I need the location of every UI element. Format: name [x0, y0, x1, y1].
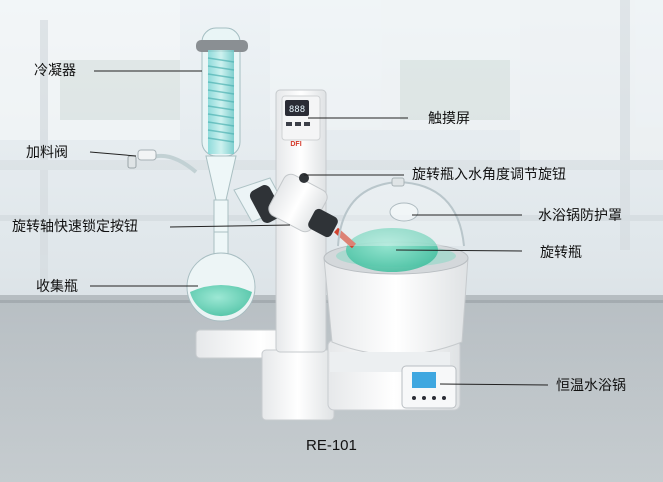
label-touch-screen: 触摸屏 — [428, 111, 470, 127]
collection-flask — [186, 231, 256, 322]
leader-lines — [89, 70, 549, 386]
brand-logo: DFI — [290, 141, 301, 148]
feed-valve — [127, 149, 198, 174]
display-digits: 888 — [289, 105, 305, 115]
label-angle-knob: 旋转瓶入水角度调节旋钮 — [412, 167, 566, 183]
label-rotary-flask: 旋转瓶 — [540, 245, 582, 261]
model-number: RE-101 — [306, 437, 357, 454]
label-feed-valve: 加料阀 — [26, 145, 68, 161]
rotary-head — [233, 173, 338, 238]
label-condenser: 冷凝器 — [34, 63, 76, 79]
label-rotary-shaft-lock: 旋转轴快速锁定按钮 — [12, 219, 138, 235]
label-collection-flask: 收集瓶 — [36, 279, 78, 295]
bath-shield — [337, 177, 465, 247]
label-bath-shield: 水浴锅防护罩 — [538, 208, 622, 224]
condenser — [196, 27, 248, 241]
touch-screen: 888 DFI — [285, 100, 310, 148]
window-background — [0, 0, 663, 280]
label-water-bath: 恒温水浴锅 — [556, 378, 626, 394]
